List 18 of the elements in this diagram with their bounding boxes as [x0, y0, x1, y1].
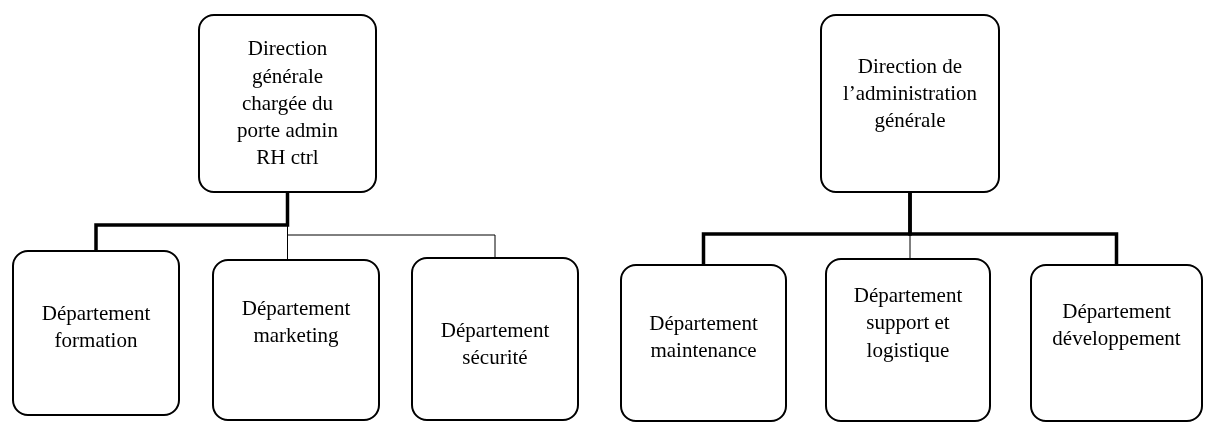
unit-name: Département maintenance	[648, 310, 759, 365]
unit-name: Département développement	[1051, 298, 1182, 353]
org-unit-box	[825, 258, 991, 422]
org-unit-box	[820, 14, 1000, 193]
unit-name: Département marketing	[240, 295, 352, 350]
unit-name: Direction générale chargée du porte admin RH ctrl	[236, 35, 339, 172]
unit-name: Département formation	[40, 300, 152, 355]
org-unit-box	[198, 14, 377, 193]
org-unit-box	[1030, 264, 1203, 422]
unit-name: Département support et logistique	[852, 282, 964, 364]
unit-name: Département sécurité	[439, 317, 551, 372]
unit-name: Direction de l’administration générale	[841, 52, 979, 135]
connector-line	[94, 193, 290, 250]
org-unit-box	[411, 257, 579, 421]
org-unit-box	[620, 264, 787, 422]
connector-line	[908, 193, 1119, 264]
org-unit-box	[12, 250, 180, 416]
org-unit-box	[212, 259, 380, 421]
